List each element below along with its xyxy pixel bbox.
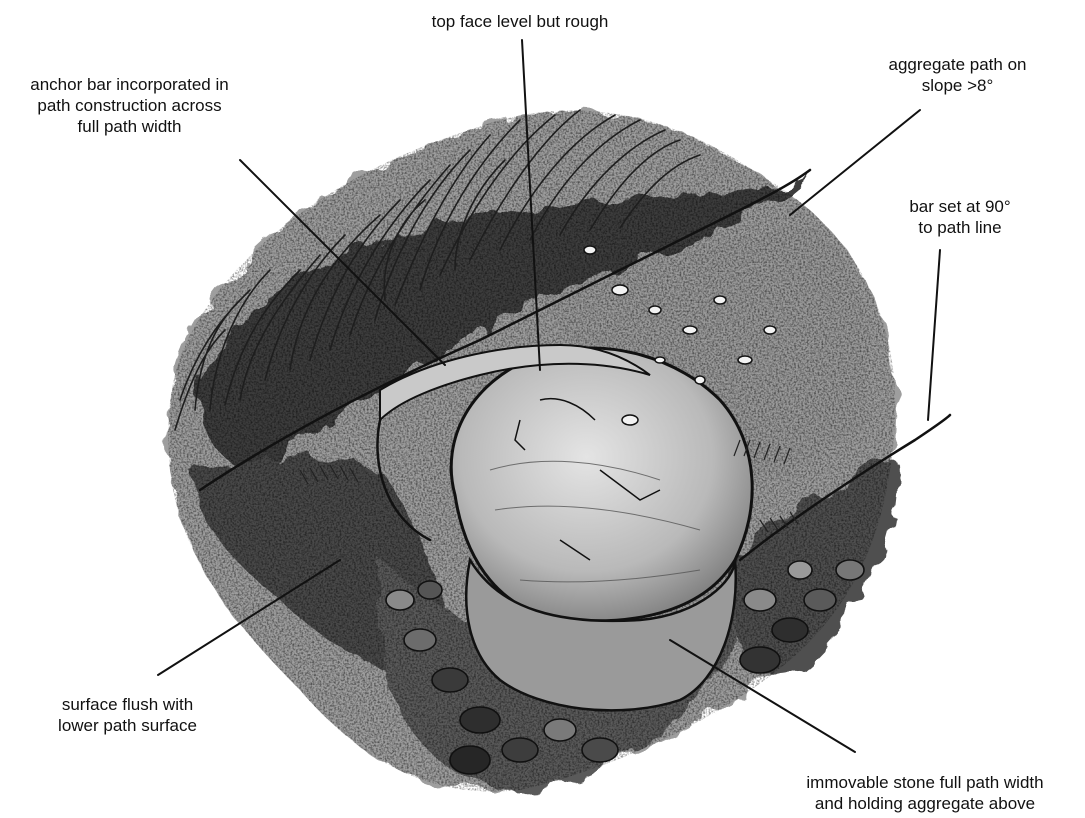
label-line: immovable stone full path width (770, 772, 1080, 793)
label-surface-flush: surface flush with lower path surface (40, 694, 215, 736)
label-line: anchor bar incorporated in (2, 74, 257, 95)
label-aggregate-path: aggregate path on slope >8° (880, 54, 1035, 96)
label-line: to path line (895, 217, 1025, 238)
label-top-face: top face level but rough (400, 11, 640, 32)
label-line: path construction across (2, 95, 257, 116)
label-line: slope >8° (880, 75, 1035, 96)
label-immovable-stone: immovable stone full path width and hold… (770, 772, 1080, 814)
label-line: top face level but rough (400, 11, 640, 32)
label-line: aggregate path on (880, 54, 1035, 75)
label-line: lower path surface (40, 715, 215, 736)
label-line: surface flush with (40, 694, 215, 715)
label-anchor-bar: anchor bar incorporated in path construc… (2, 74, 257, 137)
label-bar-set: bar set at 90° to path line (895, 196, 1025, 238)
label-line: bar set at 90° (895, 196, 1025, 217)
leader-bar-set (928, 250, 940, 420)
immovable-stone (451, 348, 752, 710)
label-line: and holding aggregate above (770, 793, 1080, 814)
label-line: full path width (2, 116, 257, 137)
